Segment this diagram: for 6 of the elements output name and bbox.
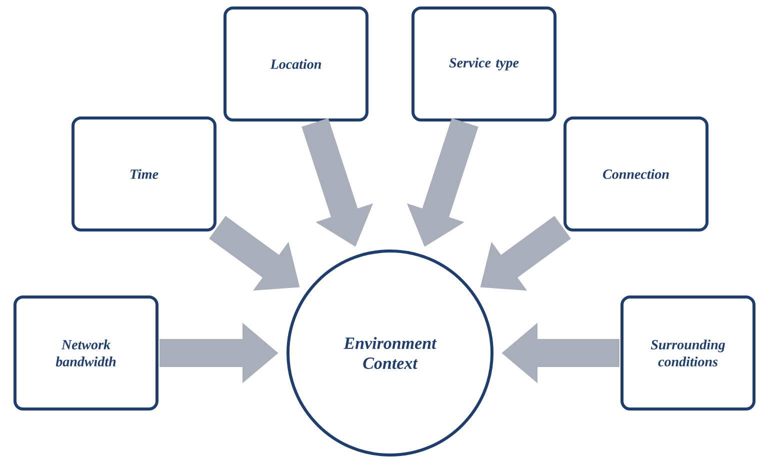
factor-box: Location xyxy=(224,6,368,122)
factor-box: Connection xyxy=(564,116,708,232)
factor-box: Service type xyxy=(412,6,556,122)
factor-box: Time xyxy=(72,116,216,232)
factor-box: Surrounding conditions xyxy=(620,296,756,410)
factor-box: Network bandwidth xyxy=(14,296,158,410)
